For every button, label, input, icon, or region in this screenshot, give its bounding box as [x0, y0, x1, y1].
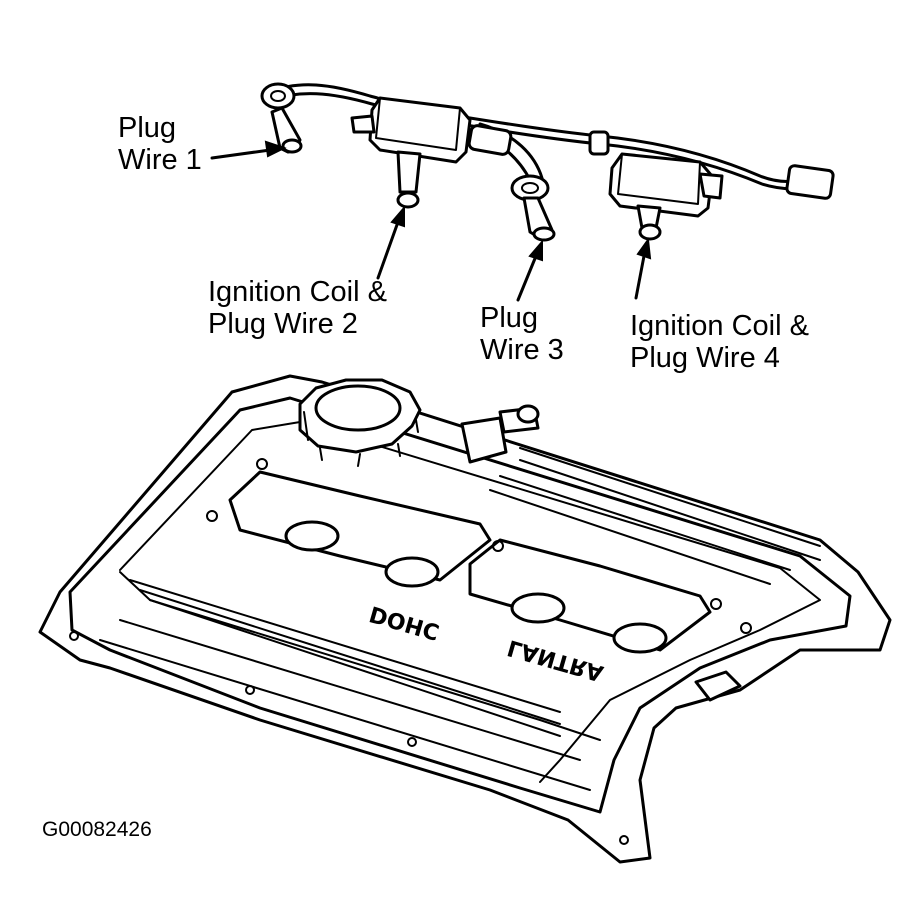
label-coil-plug-wire-2: Ignition Coil & Plug Wire 2	[208, 276, 387, 340]
label-plug-wire-3: Plug Wire 3	[480, 302, 564, 366]
label-plug-wire-3-line-2: Wire 3	[480, 334, 564, 366]
label-plug-wire-3-line-1: Plug	[480, 302, 539, 334]
label-coil-plug-wire-4-line-1: Ignition Coil &	[630, 310, 809, 342]
figure-id: G00082426	[42, 818, 152, 841]
label-coil-plug-wire-4-line-2: Plug Wire 4	[630, 342, 780, 374]
label-coil-plug-wire-2-line-1: Ignition Coil &	[208, 276, 387, 308]
valve-cover: DOHC LANTRA	[38, 374, 892, 864]
leader-arrows	[210, 140, 652, 302]
label-plug-wire-1-line-2: Wire 1	[118, 144, 202, 176]
label-plug-wire-1-line-1: Plug	[118, 112, 177, 144]
label-coil-plug-wire-2-line-2: Plug Wire 2	[208, 308, 358, 340]
label-plug-wire-1: Plug Wire 1	[118, 112, 202, 176]
label-coil-plug-wire-4: Ignition Coil & Plug Wire 4	[630, 310, 809, 374]
ignition-harness	[260, 82, 835, 242]
